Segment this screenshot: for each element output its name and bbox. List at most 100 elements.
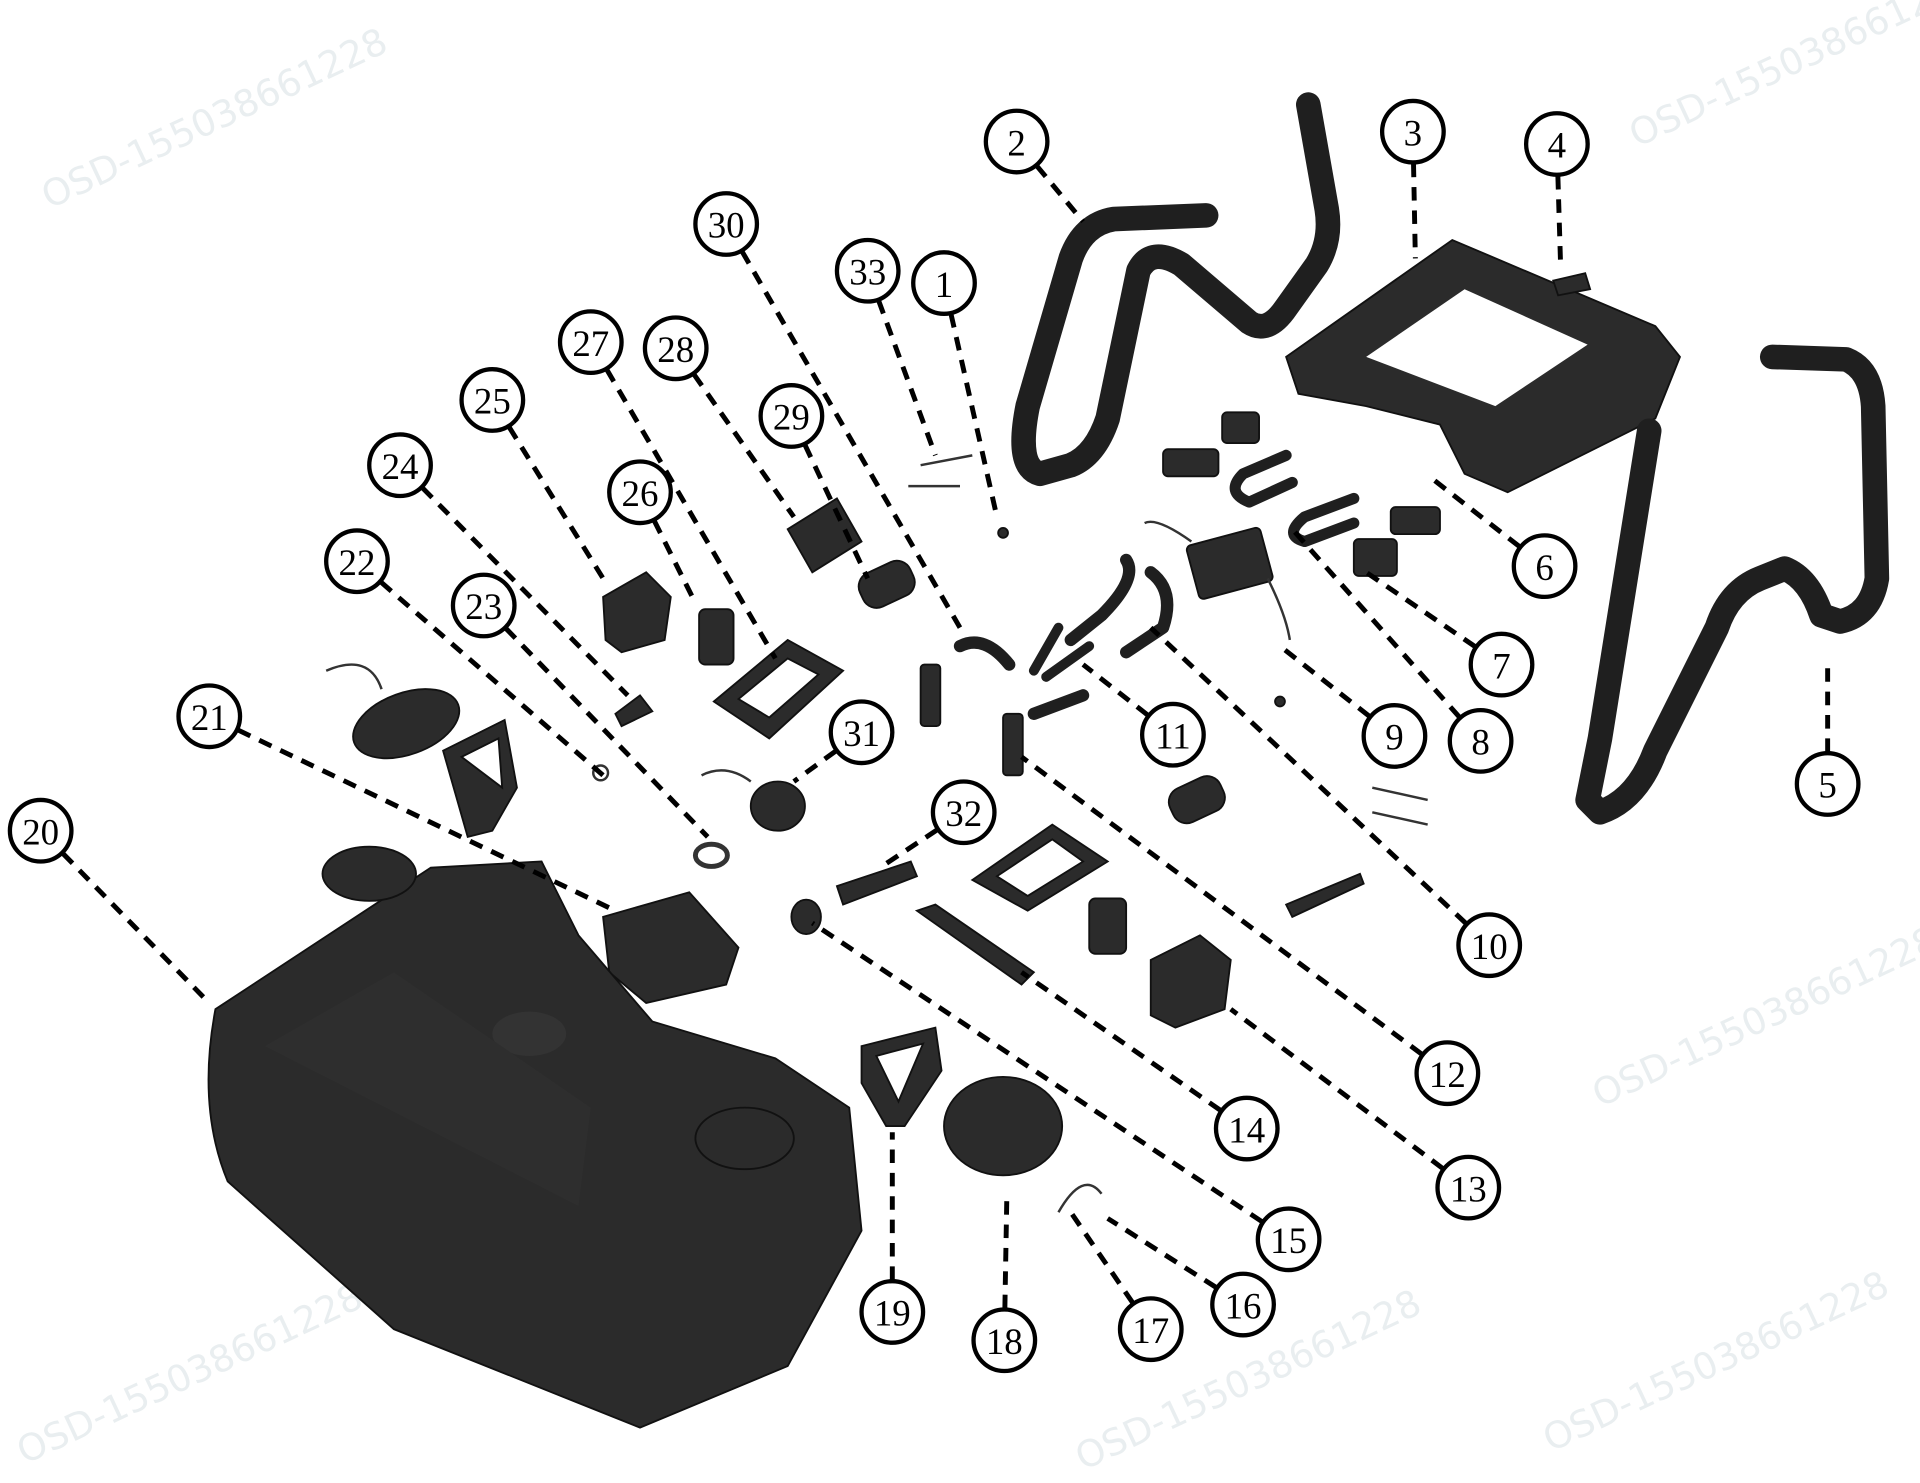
callout-circle — [450, 572, 517, 639]
callout-circle — [1361, 703, 1428, 769]
part-20-tank-neck — [694, 1106, 795, 1171]
leader-line-22 — [379, 580, 605, 778]
callout-number: 10 — [1471, 926, 1508, 967]
part-19-strainer — [860, 1026, 943, 1128]
leader-line-27 — [604, 368, 778, 660]
callout-circle — [834, 237, 901, 304]
callout-number: 1 — [935, 264, 953, 305]
leader-line-24 — [420, 486, 630, 698]
callout-circle — [930, 779, 997, 846]
callout-number: 16 — [1225, 1285, 1262, 1326]
callout-number: 5 — [1818, 765, 1836, 806]
part-plate — [970, 823, 1110, 912]
watermark-text: OSD-155038661228 — [1623, 0, 1920, 156]
part-28-gasket — [786, 497, 863, 574]
callout-circle — [1139, 701, 1206, 768]
part-connector — [1389, 506, 1441, 536]
callout-number: 30 — [708, 205, 745, 246]
callout-12: 12 — [1414, 1040, 1481, 1107]
leader-line-9 — [1278, 644, 1371, 719]
callout-circle — [1213, 1095, 1280, 1162]
callout-number: 19 — [874, 1293, 911, 1334]
part-24-clip — [614, 694, 654, 728]
callout-number: 20 — [22, 811, 59, 852]
callout-number: 31 — [843, 713, 880, 754]
callout-circle — [1255, 1206, 1322, 1273]
part-30-hose — [953, 636, 1016, 671]
callout-9: 9 — [1361, 703, 1428, 769]
watermark-text: OSD-155038661228 — [1586, 918, 1920, 1116]
leader-line-13 — [1229, 1007, 1445, 1171]
part-22-strainer — [442, 718, 518, 838]
callout-number: 29 — [773, 397, 810, 438]
part-33-plate — [908, 454, 973, 488]
part-o-ring — [692, 841, 730, 869]
callout-circle — [971, 1307, 1038, 1374]
callout-number: 25 — [474, 381, 511, 422]
part-31-cap — [749, 780, 806, 832]
callout-4: 4 — [1523, 111, 1590, 177]
leader-line-23 — [504, 626, 710, 839]
leader-line-25 — [507, 425, 606, 580]
part-bracket — [1284, 872, 1365, 919]
leader-line-17 — [1068, 1210, 1135, 1305]
callout-circle — [1379, 98, 1446, 165]
callout-19: 19 — [859, 1279, 926, 1345]
leader-line-7 — [1364, 570, 1477, 649]
callout-circle — [7, 797, 74, 864]
part-plate — [1372, 786, 1428, 826]
callout-22: 22 — [324, 528, 390, 595]
part-1-screw — [997, 527, 1009, 539]
callout-circle — [911, 250, 977, 316]
leader-line-32 — [878, 827, 939, 870]
part-23-o-ring — [592, 764, 610, 782]
callout-number: 17 — [1132, 1310, 1169, 1351]
callout-circle — [693, 191, 760, 257]
callout-number: 32 — [945, 793, 982, 834]
part-filter — [1088, 897, 1128, 955]
leader-line-10 — [1149, 625, 1468, 926]
part-20-tank-neck — [321, 845, 417, 902]
leader-line-11 — [1081, 662, 1150, 717]
watermark-text: OSD-155038661228 — [1536, 1263, 1895, 1461]
callout-28: 28 — [642, 315, 709, 382]
callout-3: 3 — [1379, 98, 1446, 165]
part-11-hose — [1041, 641, 1095, 682]
leader-line-6 — [1432, 478, 1521, 549]
parts — [207, 92, 1890, 1429]
part-valve — [919, 663, 942, 728]
callout-circle — [828, 699, 895, 766]
watermark-text: OSD-155038661228 — [10, 1275, 369, 1473]
leader-line-3 — [1411, 163, 1418, 259]
part-5-tube-frame — [1575, 344, 1890, 825]
callout-26: 26 — [607, 459, 673, 526]
part-4-clip — [1552, 272, 1592, 297]
callout-circle — [367, 432, 433, 499]
callout-number: 26 — [622, 473, 659, 514]
callout-24: 24 — [367, 432, 433, 499]
callout-circle — [324, 528, 390, 595]
part-8-u-tube — [1288, 492, 1360, 548]
part-22-cap — [352, 688, 461, 760]
leader-line-30 — [740, 250, 963, 629]
part-10-hose — [1119, 566, 1174, 659]
part-17-tether — [1057, 1183, 1103, 1213]
callout-circle — [1794, 751, 1861, 817]
callout-number: 12 — [1429, 1054, 1466, 1095]
callout-circle — [1511, 533, 1578, 600]
callout-circle — [557, 309, 624, 376]
callout-number: 8 — [1471, 722, 1489, 763]
leader-line-18 — [1002, 1199, 1010, 1309]
callout-circle — [1468, 631, 1535, 698]
leader-line-26 — [652, 519, 698, 605]
leader-line-20 — [61, 851, 212, 1005]
leader-line-15 — [810, 920, 1264, 1224]
callout-30: 30 — [693, 191, 760, 257]
callout-15: 15 — [1255, 1206, 1322, 1273]
callout-25: 25 — [459, 367, 526, 433]
leader-lines — [61, 163, 1831, 1309]
callout-circle — [859, 1279, 926, 1345]
callout-number: 33 — [849, 251, 886, 292]
part-31-cable — [701, 769, 752, 783]
